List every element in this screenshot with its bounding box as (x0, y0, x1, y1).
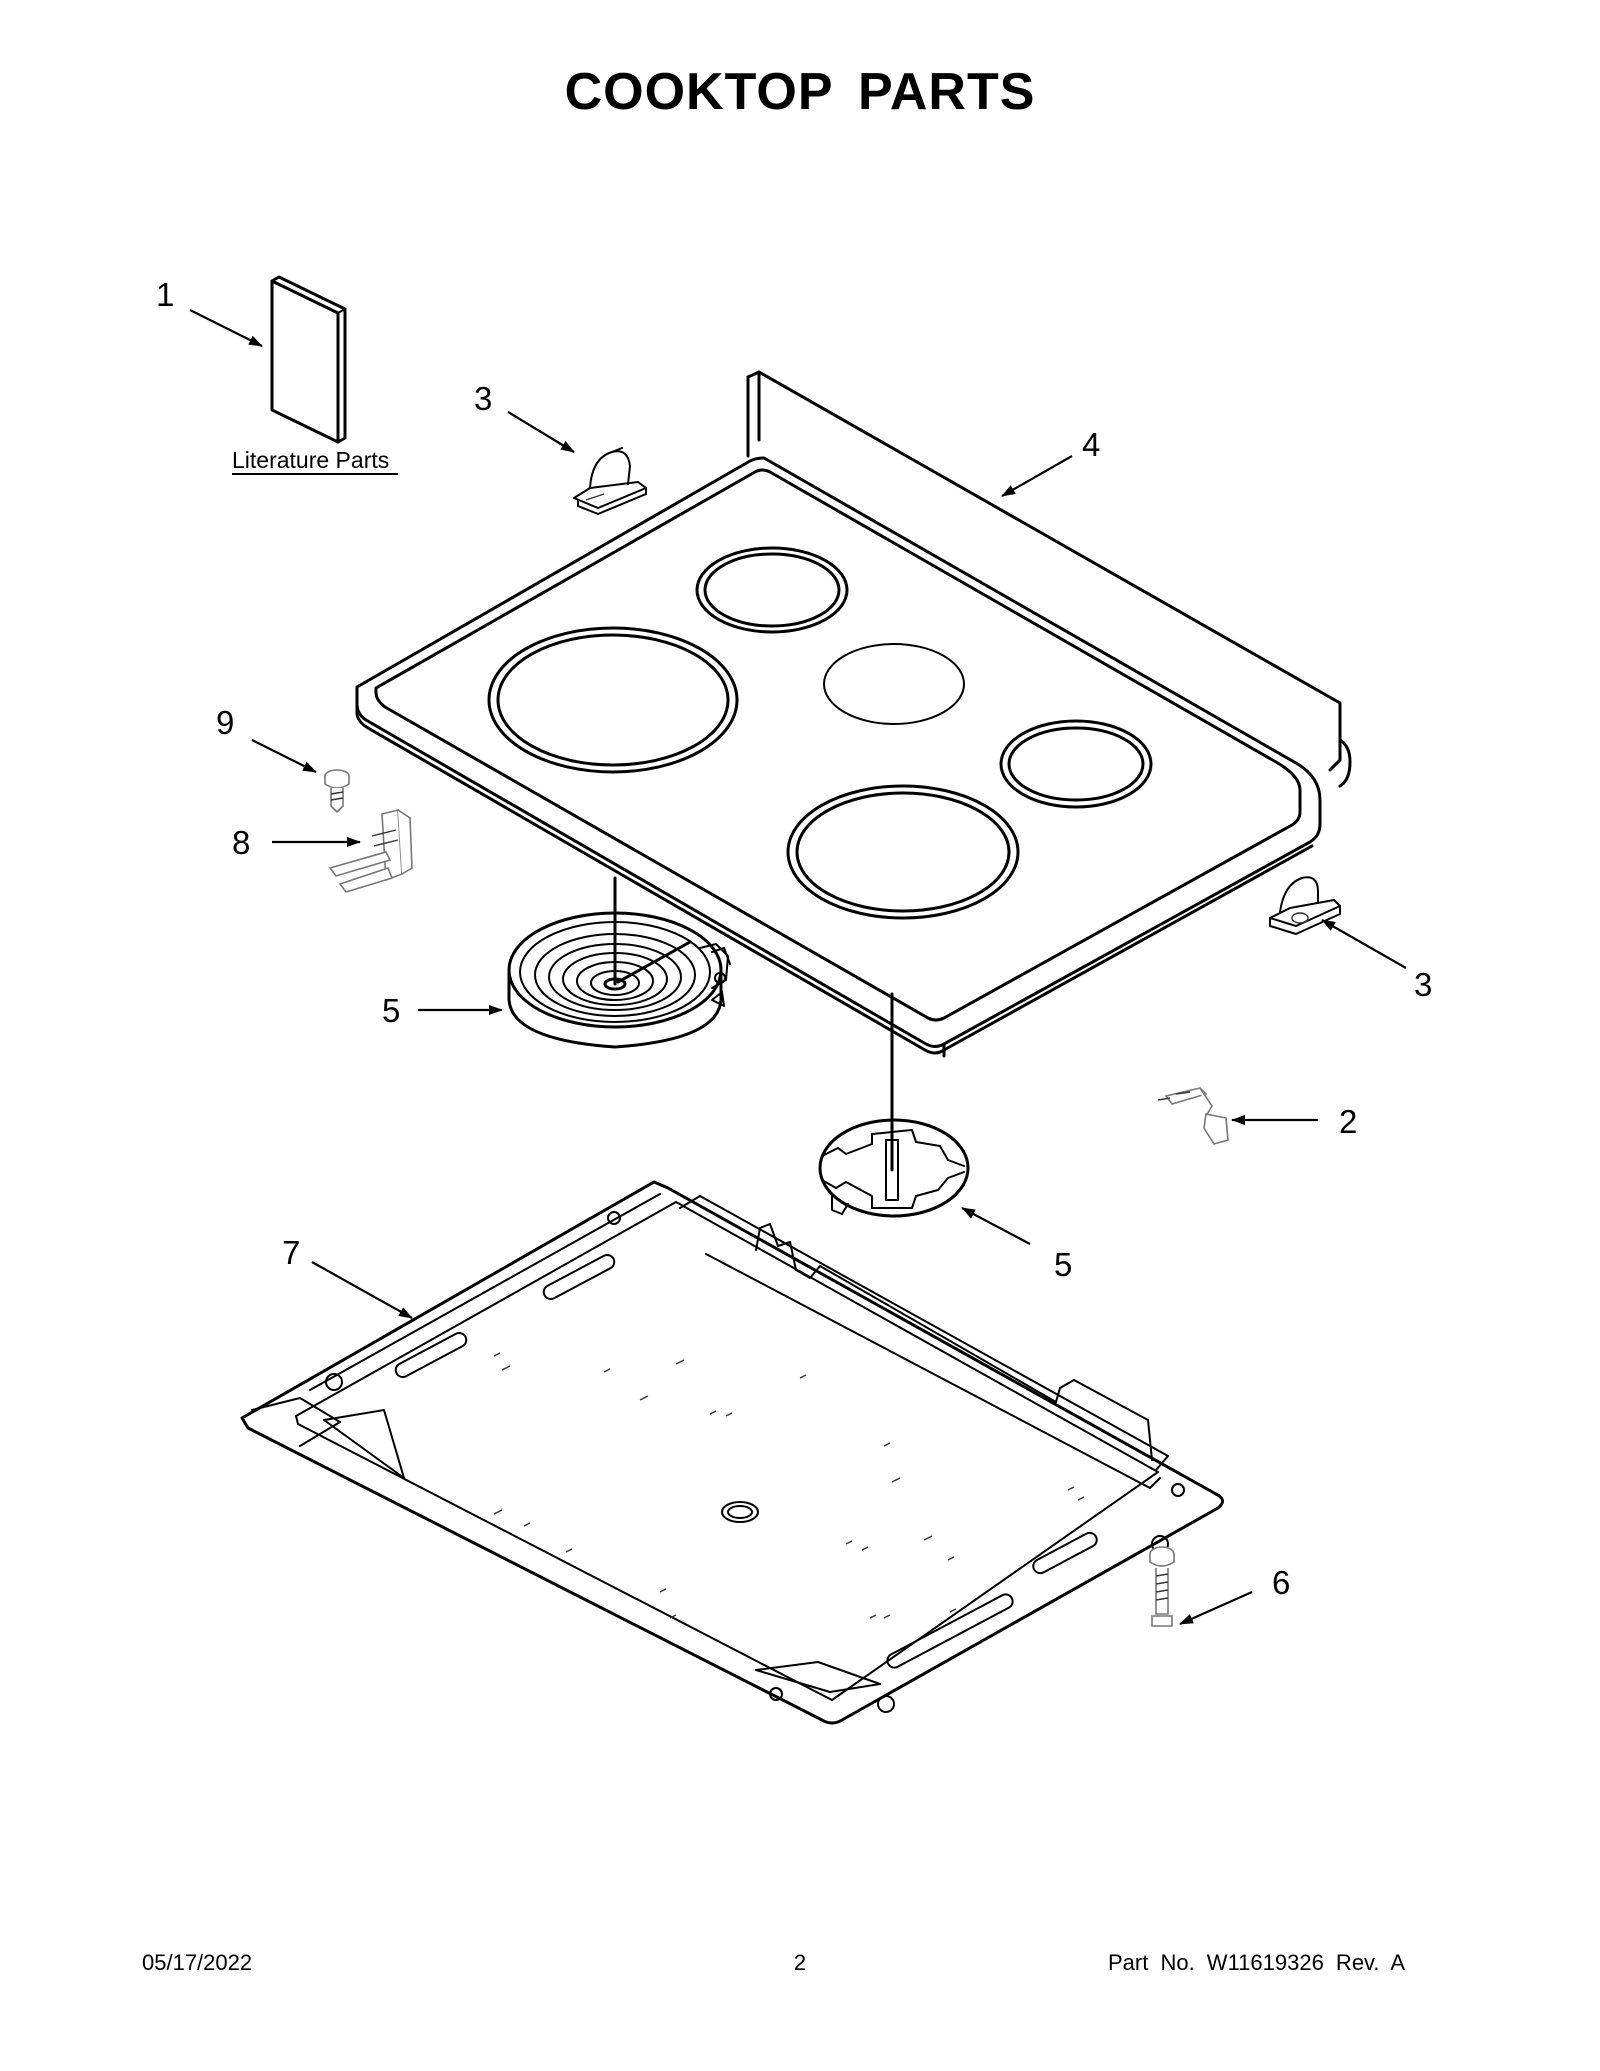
burner-bracket[interactable] (328, 808, 413, 893)
cooktop-main-top[interactable] (355, 370, 1352, 1058)
leveling-bolt[interactable] (1149, 1546, 1175, 1627)
callout-1: 1 (156, 276, 174, 313)
footer-part-number: Part No. W11619326 Rev. A (1108, 1950, 1406, 1975)
burner-box-base-pan[interactable] (240, 1180, 1224, 1725)
callout-3-right: 3 (1414, 966, 1432, 1003)
callout-2: 2 (1339, 1103, 1357, 1140)
terminal-connector[interactable] (1157, 1087, 1229, 1145)
leader-arrows (189, 309, 1407, 1626)
footer-date: 05/17/2022 (142, 1950, 253, 1975)
callout-3-top: 3 (474, 380, 492, 417)
hold-down-clip-right[interactable] (1269, 876, 1341, 935)
coil-surface-element[interactable] (507, 911, 731, 1049)
literature-parts-label: Literature Parts (232, 447, 389, 473)
callout-5-right: 5 (1054, 1246, 1072, 1283)
page-title: COOKTOP PARTS (564, 63, 1036, 121)
callout-6: 6 (1272, 1564, 1290, 1601)
mounting-screw[interactable] (324, 769, 350, 814)
footer-page-number: 2 (793, 1950, 807, 1975)
callout-7: 7 (282, 1234, 300, 1271)
hold-down-clip-left[interactable] (573, 447, 647, 515)
literature-booklet[interactable] (270, 275, 347, 444)
callout-5-left: 5 (382, 992, 400, 1029)
element-reflector-pan[interactable] (818, 1118, 970, 1218)
callout-4: 4 (1082, 426, 1100, 463)
callout-9: 9 (216, 704, 234, 741)
callout-8: 8 (232, 824, 250, 861)
